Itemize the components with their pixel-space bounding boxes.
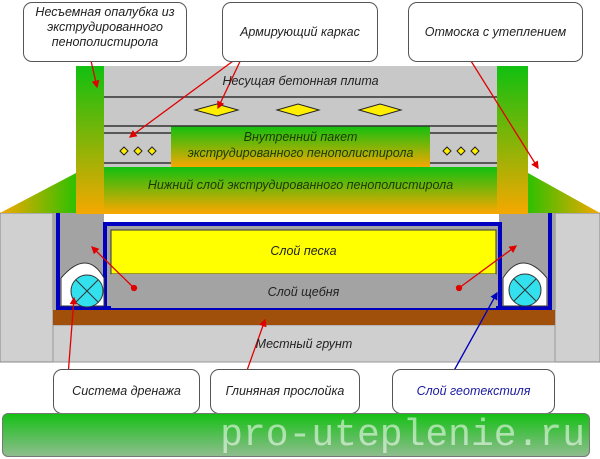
callout-geotextile: Слой геотекстиля <box>392 369 555 414</box>
gravel-label: Слой щебня <box>267 285 340 299</box>
white-gap <box>104 213 499 224</box>
soil-label: Местный грунт <box>255 337 353 351</box>
slab-label: Несущая бетонная плита <box>222 74 379 88</box>
sand-label: Слой песка <box>270 244 337 258</box>
inner-pack-label-1: Внутренний пакет <box>243 130 358 144</box>
blind-area-right <box>528 173 600 213</box>
soil-right-block <box>554 212 600 363</box>
callout-reinforcement: Армирующий каркас <box>222 2 378 62</box>
callout-blind-area: Отмоска с утеплением <box>408 2 583 62</box>
callout-clay: Глиняная прослойка <box>210 369 360 414</box>
clay-layer <box>53 310 555 325</box>
callout-formwork: Несъемная опалубка из экструдированного … <box>23 2 187 62</box>
sand-layer <box>110 229 497 275</box>
inner-eps-pack <box>171 126 430 167</box>
soil-left-block <box>0 212 54 363</box>
lower-eps-layer <box>104 167 497 212</box>
lower-layer-label: Нижний слой экструдированного пенополист… <box>147 178 454 192</box>
watermark-text: pro-uteplenie.ru <box>220 414 585 457</box>
gravel-layer <box>111 274 496 308</box>
inner-pack-label-2: экструдированного пенополистирола <box>187 146 414 160</box>
pointer-arrows <box>64 48 539 380</box>
local-soil <box>52 324 556 363</box>
callout-drainage: Система дренажа <box>53 369 200 414</box>
blind-area-left <box>0 173 76 213</box>
watermark-banner: pro-uteplenie.ru <box>2 413 590 457</box>
rebar-diamonds <box>119 103 480 156</box>
